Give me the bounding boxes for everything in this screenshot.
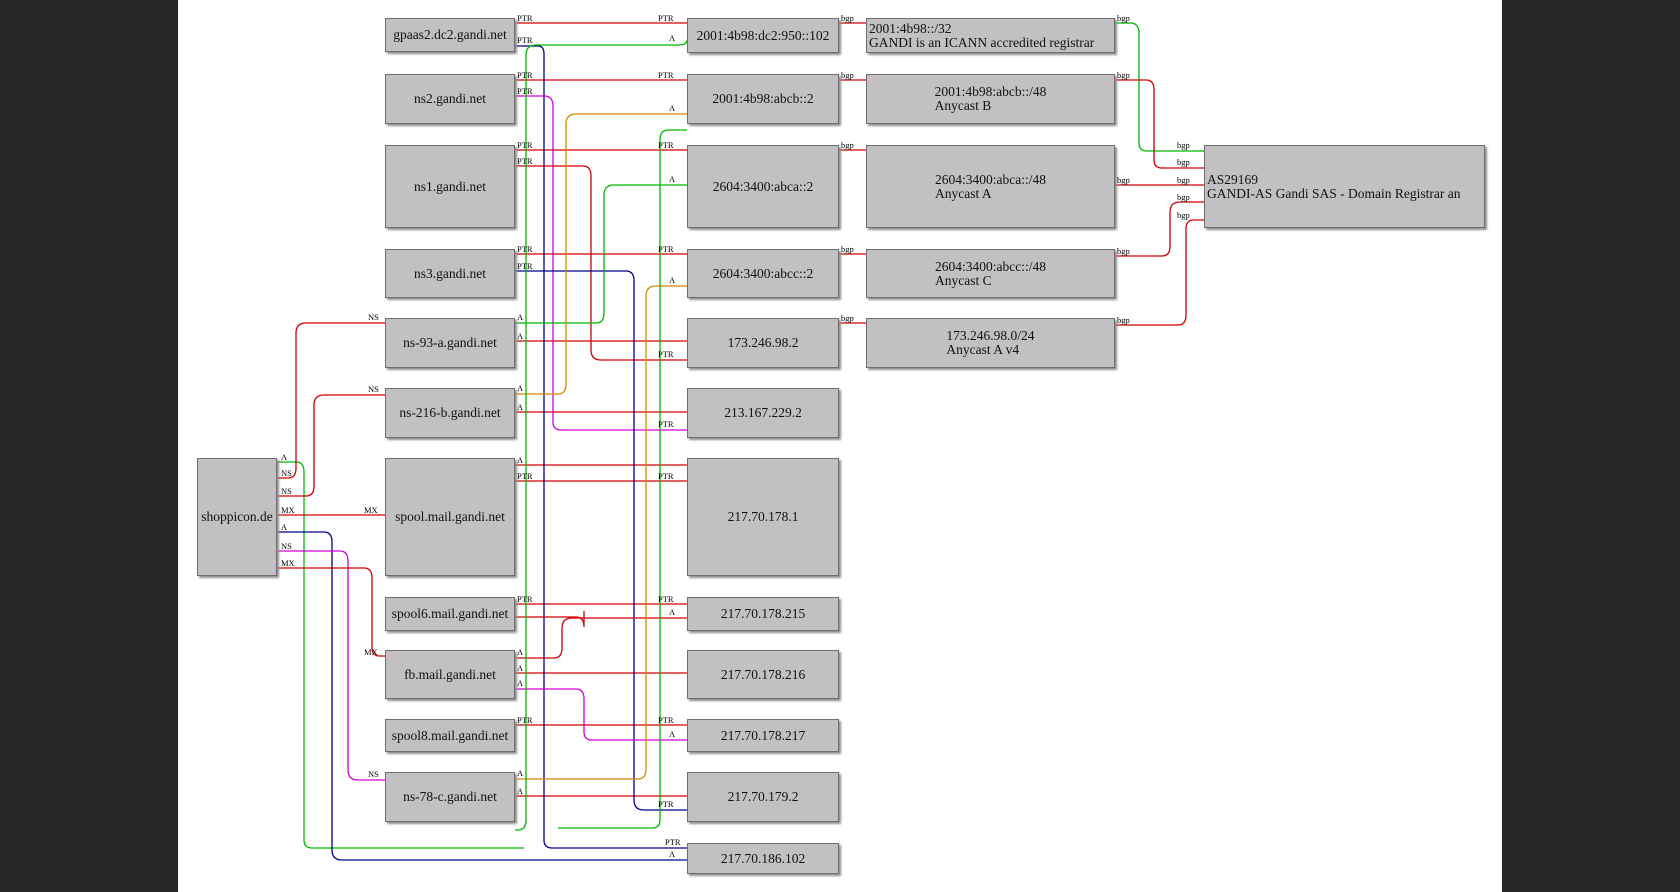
- edges-layer: [277, 22, 1204, 861]
- node-label: gpaas2.dc2.gandi.net: [393, 27, 507, 42]
- node-label: 217.70.178.215: [720, 606, 806, 621]
- edge-mx: [277, 567, 385, 657]
- node-label: ns-78-c.gandi.net: [403, 789, 497, 804]
- node-ns1[interactable]: ns1.gandi.net: [385, 145, 515, 228]
- as-number: AS29169: [1207, 171, 1259, 187]
- edge-ptr: [515, 95, 687, 431]
- prefix-desc: GANDI is an ICANN accredited registrar: [869, 34, 1095, 50]
- node-label: ns3.gandi.net: [414, 265, 486, 281]
- node-ip-217-216[interactable]: 217.70.178.216: [687, 650, 839, 699]
- node-label: 217.70.178.217: [720, 727, 806, 743]
- node-label: ns1.gandi.net: [414, 178, 486, 194]
- node-ip-ns2[interactable]: 2001:4b98:abcb::2: [687, 74, 839, 124]
- node-ip-213[interactable]: 213.167.229.2: [687, 388, 839, 438]
- node-label: shoppicon.de: [201, 509, 273, 524]
- edge-bgp: [1115, 201, 1204, 257]
- node-ip-gpaas2[interactable]: 2001:4b98:dc2:950::102: [687, 18, 839, 53]
- node-label: 217.70.186.102: [720, 850, 806, 866]
- prefix-line: 173.246.98.0/24: [946, 328, 1035, 343]
- node-label: 217.70.178.1: [727, 509, 799, 524]
- node-ip-ns3[interactable]: 2604:3400:abcc::2: [687, 249, 839, 298]
- node-spool[interactable]: spool.mail.gandi.net: [385, 458, 515, 576]
- node-fb[interactable]: fb.mail.gandi.net: [385, 650, 515, 699]
- prefix-desc: Anycast C: [935, 272, 992, 288]
- node-ip-173[interactable]: 173.246.98.2: [687, 318, 839, 368]
- node-label: spool8.mail.gandi.net: [391, 727, 509, 743]
- edge-a: [558, 129, 687, 829]
- node-label: spool.mail.gandi.net: [395, 509, 505, 524]
- node-ns3[interactable]: ns3.gandi.net: [385, 249, 515, 298]
- node-label: 2604:3400:abca::2: [712, 178, 814, 194]
- node-gpaas2[interactable]: gpaas2.dc2.gandi.net: [385, 18, 515, 52]
- node-label: fb.mail.gandi.net: [404, 666, 496, 682]
- edge-ptr: [515, 45, 687, 849]
- node-label: 2001:4b98:abcb::2: [712, 91, 814, 106]
- node-ns93a[interactable]: ns-93-a.gandi.net: [385, 318, 515, 368]
- node-ns2[interactable]: ns2.gandi.net: [385, 74, 515, 124]
- node-label: spool6.mail.gandi.net: [391, 606, 509, 621]
- node-ip-217-217[interactable]: 217.70.178.217: [687, 719, 839, 752]
- node-ip-217-1[interactable]: 217.70.178.1: [687, 458, 839, 576]
- as-desc: GANDI-AS Gandi SAS - Domain Registrar an: [1207, 185, 1461, 201]
- node-label: ns2.gandi.net: [414, 91, 486, 106]
- node-ip-ns1[interactable]: 2604:3400:abca::2: [687, 145, 839, 228]
- edge-a: [515, 113, 687, 395]
- edge-a: [277, 461, 524, 849]
- node-ip-217-179[interactable]: 217.70.179.2: [687, 772, 839, 822]
- prefix-line: 2604:3400:abcc::/48: [935, 258, 1046, 274]
- prefix-line: 2001:4b98:abcb::/48: [934, 84, 1047, 99]
- prefix-line: 2001:4b98::/32: [869, 20, 952, 36]
- node-label: 2001:4b98:dc2:950::102: [696, 27, 830, 43]
- node-label: 2604:3400:abcc::2: [712, 265, 814, 281]
- edge-ptr: [515, 165, 687, 361]
- edge-ns: [277, 394, 385, 497]
- node-shoppicon[interactable]: shoppicon.de: [197, 458, 277, 576]
- node-label: 217.70.179.2: [727, 789, 799, 804]
- edge-bgp: [1115, 219, 1204, 326]
- node-label: ns-216-b.gandi.net: [399, 405, 501, 420]
- edge-ns: [277, 550, 385, 781]
- edge-a: [515, 39, 688, 831]
- node-label: ns-93-a.gandi.net: [403, 335, 497, 350]
- prefix-line: 2604:3400:abca::/48: [935, 171, 1046, 187]
- prefix-desc: Anycast A v4: [946, 342, 1020, 357]
- prefix-desc: Anycast A: [935, 185, 992, 201]
- prefix-desc: Anycast B: [934, 98, 992, 113]
- node-label: 213.167.229.2: [724, 405, 802, 420]
- node-spool6[interactable]: spool6.mail.gandi.net: [385, 597, 515, 631]
- graph-canvas: shoppicon.de gpaas2.dc2.gandi.net ns2.ga…: [178, 0, 1502, 892]
- edge-bgp: [1115, 22, 1204, 152]
- node-ns78c[interactable]: ns-78-c.gandi.net: [385, 772, 515, 822]
- node-ip-217-215[interactable]: 217.70.178.215: [687, 597, 839, 631]
- edge-ptr: [515, 270, 687, 811]
- edge-a: [515, 688, 687, 741]
- node-label: 217.70.178.216: [720, 666, 806, 682]
- edge-bgp: [1115, 79, 1204, 169]
- node-spool8[interactable]: spool8.mail.gandi.net: [385, 719, 515, 752]
- node-label: 173.246.98.2: [727, 335, 799, 350]
- edge-a: [515, 285, 687, 780]
- edge-ns: [277, 322, 385, 479]
- edge-a: [277, 531, 687, 861]
- edge-a: [515, 611, 585, 628]
- node-ip-217-186[interactable]: 217.70.186.102: [687, 843, 839, 874]
- edge-a: [515, 617, 687, 659]
- node-ns216b[interactable]: ns-216-b.gandi.net: [385, 388, 515, 438]
- edge-a: [515, 184, 687, 324]
